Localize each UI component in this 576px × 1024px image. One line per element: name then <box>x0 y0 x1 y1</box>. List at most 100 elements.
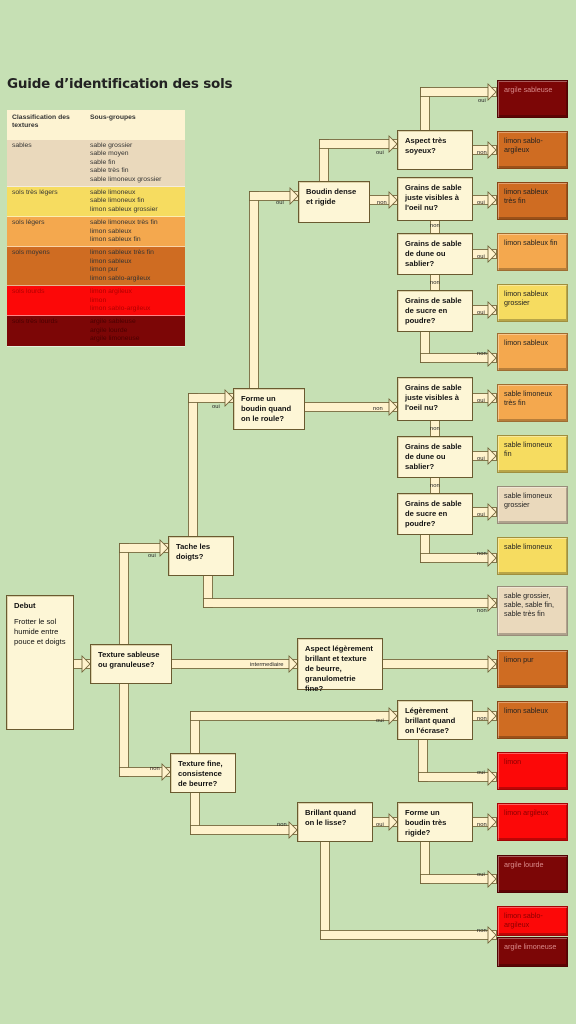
node-grains-2: Grains de sable de dune ou sablier? <box>397 233 473 275</box>
legend-subgroup-item: argile lourde <box>90 326 128 334</box>
connector-arrow <box>388 135 398 153</box>
connector-label-oui: oui <box>212 404 220 410</box>
start-instruction: Frotter le sol humide entre pouce et doi… <box>14 617 66 646</box>
node-aspect-brillant: Aspect légèrement brillant et texture de… <box>297 638 383 693</box>
connector-label-oui: oui <box>376 150 384 156</box>
connector-arrow <box>487 655 497 673</box>
connector-label-oui: oui <box>477 512 485 518</box>
connector-segment <box>320 837 330 940</box>
connector-label-non: non <box>477 716 487 722</box>
connector-label-oui: oui <box>376 822 384 828</box>
connector-arrow <box>161 763 171 781</box>
connector-arrow <box>487 389 497 407</box>
connector-arrow <box>487 301 497 319</box>
connector-label-intermediaire: intermediaire <box>250 662 284 668</box>
connector-arrow <box>487 549 497 567</box>
legend-subgroup-item: sable très fin <box>90 167 129 175</box>
legend-subgroup-item: limon sableux <box>90 257 132 265</box>
result-limon-pur: limon pur <box>497 650 568 688</box>
connector-arrow <box>487 768 497 786</box>
connector-arrow <box>288 655 298 673</box>
connector-segment <box>420 874 497 884</box>
node-forme-boudin: Forme un boudin quand on le roule? <box>233 388 305 430</box>
connector-arrow <box>289 187 299 205</box>
result-sables: sable grossier, sable, sable fin, sable … <box>497 586 568 636</box>
result-sable-limoneux-tres-fin: sable limoneux très fin <box>497 384 568 422</box>
node-grains-3: Grains de sable de sucre en poudre? <box>397 290 473 332</box>
node-boudin-dense: Boudin dense et rigide <box>298 181 370 223</box>
connector-arrow <box>487 349 497 367</box>
legend-subgroup-item: sable limoneux grossier <box>90 175 162 183</box>
connector-segment <box>190 711 400 721</box>
connector-arrow <box>388 191 398 209</box>
legend-class-name: sables <box>7 140 85 188</box>
connector-arrow <box>487 447 497 465</box>
connector-label-oui: oui <box>478 98 486 104</box>
connector-label-non: non <box>477 551 487 557</box>
result-limon: limon <box>497 752 568 790</box>
connector-label-oui: oui <box>376 718 384 724</box>
connector-segment <box>249 191 259 393</box>
legend-subgroup-item: sable fin <box>90 158 116 166</box>
legend-subgroup-item: limon argileux <box>90 288 132 296</box>
connector-label-non: non <box>430 483 440 489</box>
page-title: Guide d’identification des sols <box>7 76 233 92</box>
connector-label-non: non <box>477 150 487 156</box>
connector-label-oui: oui <box>477 456 485 462</box>
legend-subgroup-item: argile sableuse <box>90 318 136 326</box>
legend-subgroup-item: limon sableux grossier <box>90 205 158 213</box>
legend-class-name: sols moyens <box>7 246 85 287</box>
connector-label-non: non <box>477 608 487 614</box>
connector-arrow <box>388 813 398 831</box>
result-limon-sableux-moyen: limon sableux <box>497 701 568 739</box>
result-argile-lourde: argile lourde <box>497 855 568 893</box>
connector-segment <box>378 659 497 669</box>
connector-arrow <box>487 141 497 159</box>
result-limon-sableux-tres-fin: limon sableux très fin <box>497 182 568 220</box>
connector-label-oui: oui <box>276 200 284 206</box>
connector-label-non: non <box>373 406 383 412</box>
connector-label-non: non <box>477 351 487 357</box>
node-grains-5: Grains de sable de dune ou sablier? <box>397 436 473 478</box>
node-tache-doigts: Tache les doigts? <box>168 536 234 576</box>
connector-segment <box>300 402 400 412</box>
connector-segment <box>188 393 198 541</box>
legend-subgroup-item: limon <box>90 296 107 304</box>
connector-arrow <box>487 83 497 101</box>
result-limon-sableux-grossier: limon sableux grossier <box>497 284 568 322</box>
legend-subgroup-item: limon sablo-argileux <box>90 274 151 282</box>
node-texture-fine: Texture fine, consistence de beurre? <box>170 753 236 793</box>
connector-segment <box>319 139 400 149</box>
connector-label-non: non <box>430 223 440 229</box>
legend-header-classification: Classification des textures <box>7 110 85 140</box>
connector-arrow <box>487 503 497 521</box>
result-limon-argileux: limon argileux <box>497 803 568 841</box>
texture-legend-table: Classification des textures Sous-groupes… <box>7 110 185 347</box>
legend-subgroup-item: sable limoneux très fin <box>90 219 158 227</box>
connector-label-non: non <box>377 200 387 206</box>
legend-subgroup-item: limon sableux très fin <box>90 249 154 257</box>
result-sable-limoneux-grossier: sable limoneux grossier <box>497 486 568 524</box>
connector-segment <box>119 543 129 649</box>
connector-label-oui: oui <box>148 553 156 559</box>
connector-arrow <box>487 245 497 263</box>
connector-arrow <box>487 813 497 831</box>
legend-class-name: sols légers <box>7 216 85 248</box>
legend-subgroup-item: argile limoneuse <box>90 335 140 343</box>
legend-subgroup-item: sable moyen <box>90 150 129 158</box>
connector-label-non: non <box>430 280 440 286</box>
legend-class-name: sols lourds <box>7 285 85 317</box>
connector-segment <box>119 679 129 777</box>
connector-arrow <box>81 655 91 673</box>
result-limon-sableux: limon sableux <box>497 333 568 371</box>
result-argile-sableuse: argile sableuse <box>497 80 568 118</box>
connector-label-oui: oui <box>477 254 485 260</box>
connector-arrow <box>388 707 398 725</box>
connector-arrow <box>288 821 298 839</box>
connector-arrow <box>487 594 497 612</box>
